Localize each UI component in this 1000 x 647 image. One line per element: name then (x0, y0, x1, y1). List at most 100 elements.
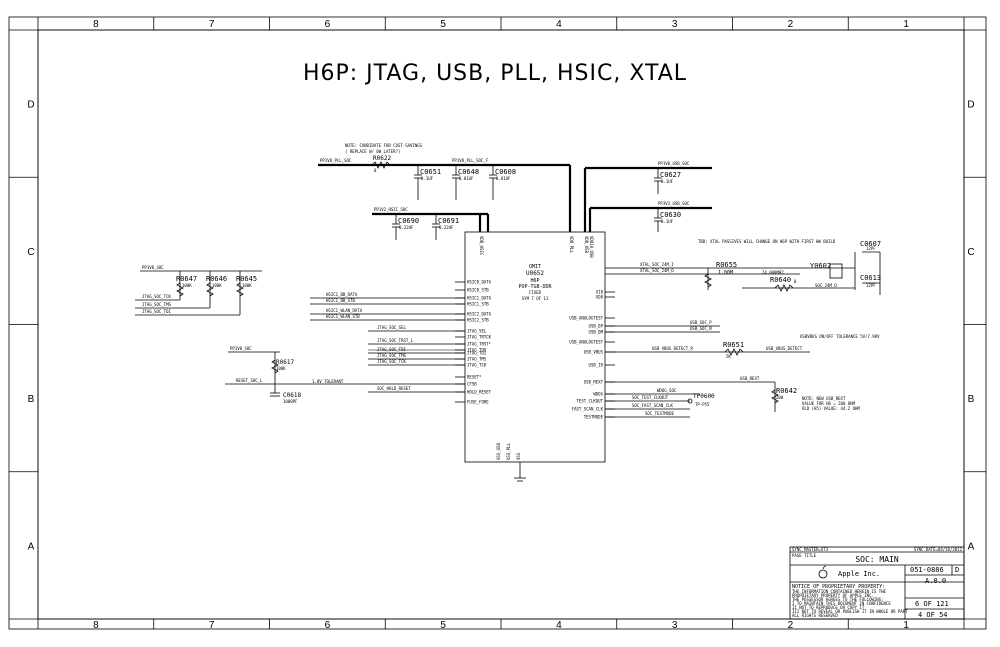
c0630-ref: C0630 (660, 211, 681, 219)
zone-row-ticks (9, 176, 986, 473)
soc-left-pin-label: RESET* (467, 375, 482, 380)
tb-prop-6: III NOT TO REVEAL OR PUBLISH IT IN WHOLE… (792, 609, 908, 614)
hsic-power-net: PP1V2_HSIC_SOC (372, 207, 490, 232)
soc-right-pin-label: USB_DM (589, 330, 604, 335)
tb-sync-master: SYNC_MASTER=X73 (792, 547, 829, 552)
tb-page-title-label: PAGE TITLE (792, 553, 817, 558)
drawing-frame (8, 16, 987, 630)
soc-right-pin-label: TEST_CLKOUT (577, 399, 604, 404)
soc-left-pin-label: HSIC2_DATA (467, 312, 492, 317)
soc-right-pin-label: XO0 (596, 295, 604, 300)
soc-left-pin-label: HSIC0_DATA (467, 280, 492, 285)
r0647-val: 100K (182, 283, 192, 288)
tb-prop-7: ALL RIGHTS RESERVED (792, 613, 838, 618)
zone-col-label-top: 7 (209, 19, 215, 30)
soc-bottom-pin-label: VSS_USB (496, 443, 501, 460)
soc-top-pin-label: VDD_USB (584, 236, 589, 253)
zone-row-label-left: D (27, 100, 34, 111)
soc-right-pin-label: TESTMODE (584, 415, 604, 420)
net-test-clkout: SOC_TEST_CLKOUT (632, 395, 669, 400)
r0622-val: 0 (374, 168, 377, 173)
tb-size: D (955, 566, 959, 574)
zone-col-label-top: 6 (325, 19, 331, 30)
soc-line5: SYM 7 OF 13 (522, 296, 549, 301)
c0627-val: 0.1UF (661, 179, 674, 184)
zone-col-label-bottom: 1 (903, 620, 909, 631)
net-hsic-wlan-data: HSIC1_WLAN_DATA (326, 308, 363, 313)
net-usb-dn: USB_SOC_N (690, 326, 712, 331)
soc-left-pin-label: CFSB (467, 382, 477, 387)
net-wdog: WDOG_SOC (657, 388, 677, 393)
res-body (236, 282, 244, 297)
tb-prop-title: NOTICE OF PROPRIETARY PROPERTY: (792, 584, 885, 590)
soc-left-pin-label: JTAG_TDO (467, 348, 487, 353)
net-fast-scan: SOC_FAST_SCAN_CLK (632, 403, 674, 408)
zone-col-label-bottom: 4 (556, 620, 562, 631)
soc-right-pin-label: USB_REXT (584, 380, 604, 385)
r0647-ref: R0647 (176, 275, 197, 283)
usb-nets: USB_SOC_P USB_SOC_N USB VBUS DETECT_R R0… (605, 320, 810, 418)
c0613-ref: C0613 (860, 274, 881, 282)
soc-right-pin-label: USB_VBUS (584, 350, 604, 355)
tb-page: 4 OF 54 (918, 611, 948, 619)
soc-top-pin-label: VDD_PLL (569, 236, 574, 253)
tp0600-val: TP-P55 (695, 402, 710, 407)
soc-right-pin-label: USB_ANALOGTEST (569, 340, 603, 345)
note-usbrext-1: NOTE: NEW USB_REXT (802, 396, 846, 401)
soc-left-pin-label: JTAG_SEL (467, 329, 487, 334)
soc-ground (514, 462, 526, 482)
soc-line4: FIXED (529, 290, 542, 295)
soc-right-pin-label: WDOG (593, 392, 603, 397)
tb-company: Apple Inc. (838, 570, 880, 578)
net-xtal-in: XTAL_SOC_24M_I (640, 262, 674, 267)
soc-u0652: OMIT U0652 H6P POP-TGB-DDR FIXED SYM 7 O… (464, 231, 606, 463)
c0648-val: 0.01UF (459, 176, 474, 181)
zone-col-label-top: 4 (556, 19, 562, 30)
r0642-ref: R0642 (776, 387, 797, 395)
net-jtag-sel: JTAG_SOC_SEL (377, 325, 406, 330)
net-jtag-tck-left: JTAG_SOC_TCK (142, 294, 171, 299)
c0648-ref: C0648 (458, 168, 479, 176)
soc-left-pin-label: JTAG_TMS (467, 357, 487, 362)
tb-prop-4: I TO MAINTAIN THIS DOCUMENT IN CONFIDENC… (792, 601, 891, 606)
title-block: SYNC_MASTER=X73 SYNC_DATE=04/18/2012 PAG… (789, 546, 965, 620)
usb-power-nets: PP1V0_USB_SOC PP3V3_USB_SOC (583, 161, 712, 232)
soc-left-pin-label: JTAG_TRTCK (467, 335, 492, 340)
zone-row-label-left: C (27, 247, 34, 258)
zone-row-label-left: B (28, 394, 35, 405)
soc-left-pin-label: HSIC1_STB (467, 302, 489, 307)
apple-logo-icon (818, 565, 828, 579)
tb-prop-2: PROPRIETARY PROPERTY OF APPLE INC. (792, 593, 874, 598)
res-body (206, 282, 214, 297)
soc-right-pin-label: XI0 (596, 290, 604, 295)
zone-col-label-top: 5 (440, 19, 446, 30)
net-usb-rext: USB_REXT (740, 376, 760, 381)
tb-sync-date: SYNC_DATE=04/18/2012 (914, 547, 963, 552)
c0691-ref: C0691 (438, 217, 459, 225)
net-soc-24m: SOC_24M_O (815, 283, 837, 288)
r0651-ref: R0651 (723, 341, 744, 349)
net-jtag-tms: JTAG_SOC_TMS (377, 353, 406, 358)
net-hsic-wlan-stb: HSIC1_WLAN_STB (326, 314, 360, 319)
net-usb-vbus-detect-r: USB VBUS DETECT_R (652, 346, 694, 351)
c0608-ref: C0608 (495, 168, 516, 176)
net-reset: RESET_SOC_L (236, 378, 263, 383)
net-pp1v8-a: PP1V8_SOC (142, 265, 164, 270)
soc-left-pin-label: JTAG_TDI (467, 351, 487, 356)
jtag-pullups: PP1V8_SOC (140, 265, 262, 272)
jtag-nets: JTAG_SOC_SEL JTAG_SOC_TRST_L JTAG_SOC_TD… (368, 325, 465, 366)
soc-left-pin-label: JTAG_TRST* (467, 342, 492, 347)
xtal-circuit: XTAL_SOC_24M_I XTAL_SOC_24M_O R0655 1.00… (605, 240, 881, 295)
c0618-val: 1000PF (283, 399, 298, 404)
hsic-nets: HSIC1_BB_DATA HSIC1_BB_STB HSIC1_WLAN_DA… (310, 292, 465, 321)
r0617-val: 100K (276, 366, 286, 371)
c0618-ref: C0618 (283, 392, 301, 399)
zone-col-label-bottom: 8 (93, 620, 99, 631)
soc-right-pins: XI0XO0USB_ANALOGTESTUSB_DPUSB_DMUSB_ANAL… (569, 290, 615, 420)
soc-right-pin-label: USB_ANALOGTEST (569, 316, 603, 321)
tb-drawing-no: 051-0886 (910, 566, 944, 574)
